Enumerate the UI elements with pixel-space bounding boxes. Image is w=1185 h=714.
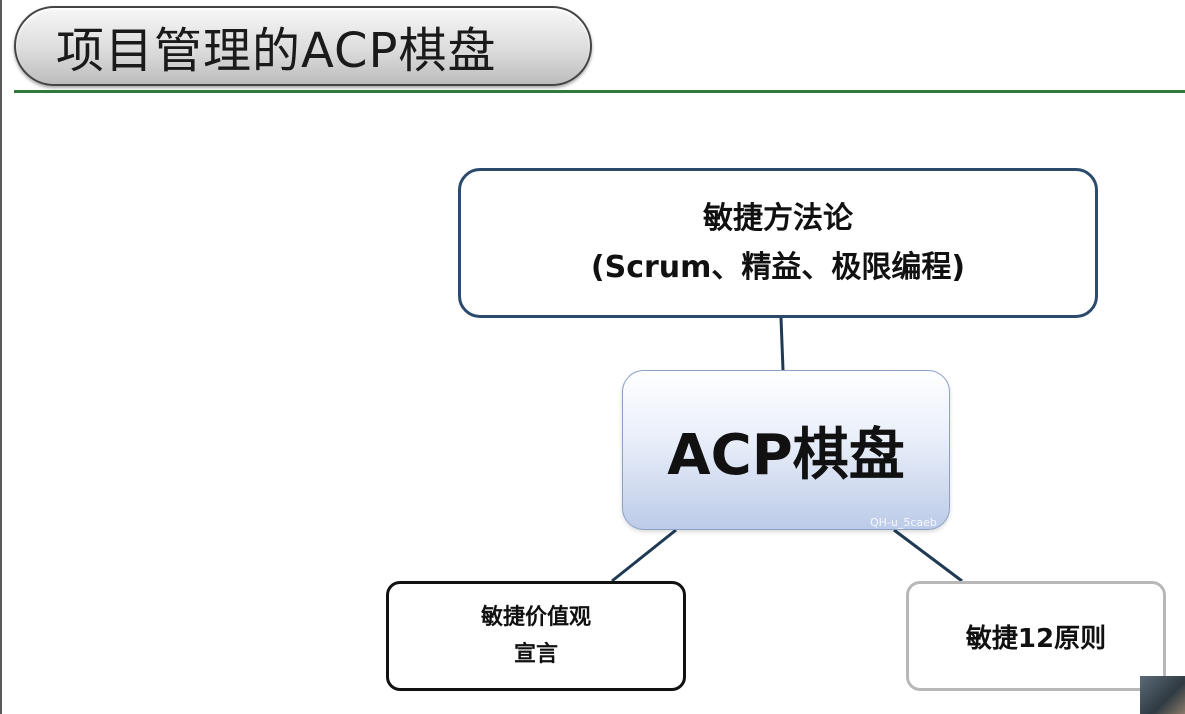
agile-methodology-title: 敏捷方法论: [703, 200, 853, 236]
title-divider: [14, 90, 1185, 93]
agile-manifesto-line1: 敏捷价值观: [480, 604, 591, 630]
agile-principles-box: 敏捷12原则: [906, 581, 1166, 691]
title-banner: 项目管理的ACP棋盘: [14, 6, 592, 86]
agile-manifesto-line2: 宣言: [513, 642, 558, 667]
connector-top: [779, 317, 785, 371]
acp-board-label: ACP棋盘: [667, 422, 905, 488]
slide-title: 项目管理的ACP棋盘: [56, 23, 497, 79]
left-edge-border: [0, 0, 2, 714]
agile-methodology-examples: (Scrum、精益、极限编程): [590, 250, 966, 285]
agile-manifesto-box: 敏捷价值观 宣言: [386, 581, 686, 691]
presenter-video-thumbnail: [1140, 676, 1185, 714]
connector-left: [611, 528, 677, 583]
acp-board-box: ACP棋盘: [622, 370, 950, 530]
connector-right: [893, 528, 963, 583]
watermark-text: QH-u_5caeb: [870, 516, 937, 529]
agile-methodology-box: 敏捷方法论 (Scrum、精益、极限编程): [458, 168, 1098, 318]
agile-principles-label: 敏捷12原则: [965, 623, 1107, 654]
